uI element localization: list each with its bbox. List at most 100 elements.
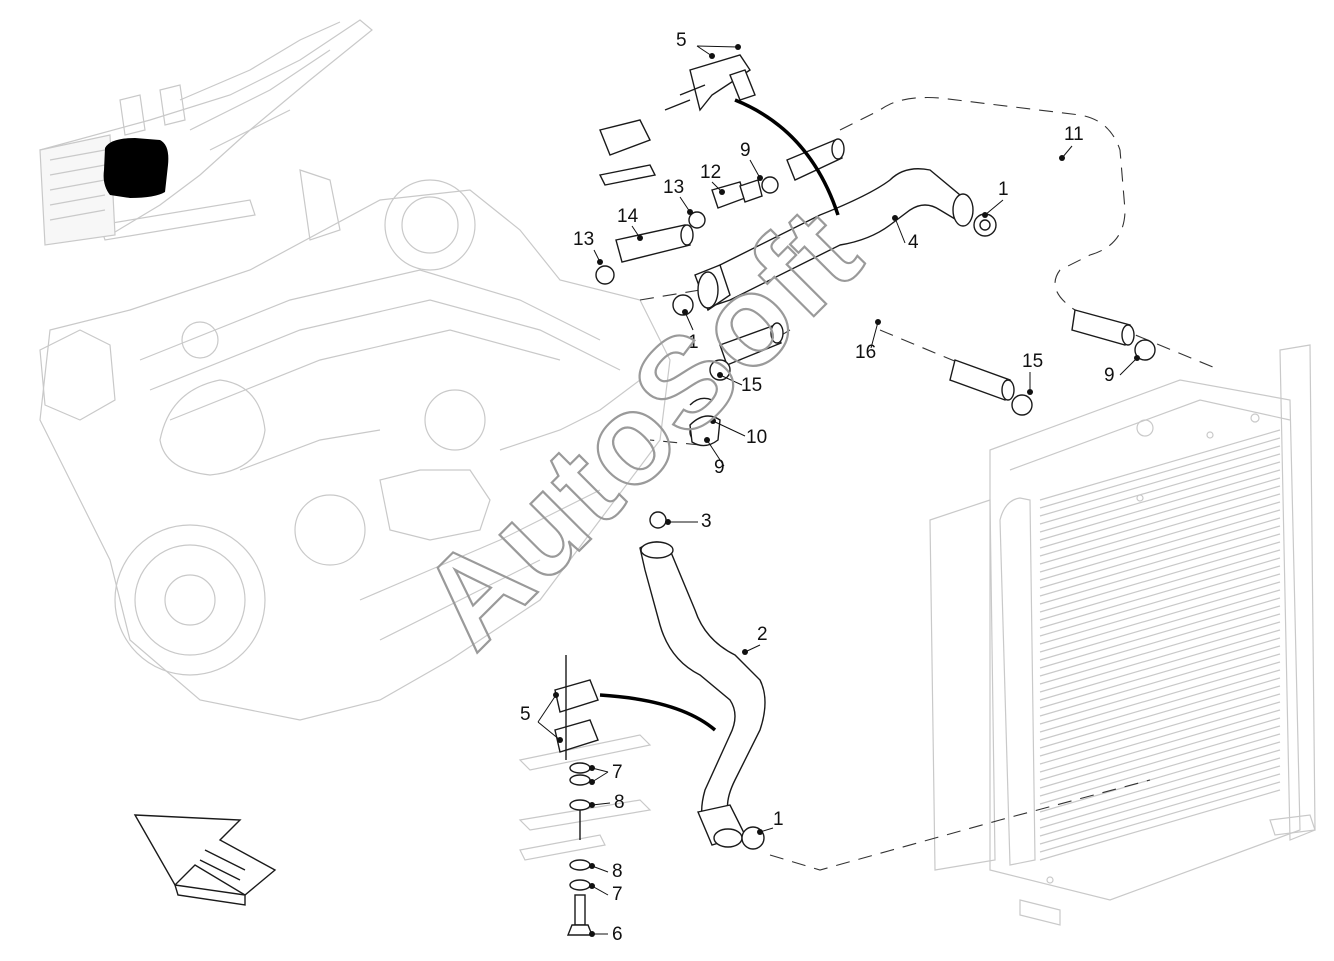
lower-hose	[639, 541, 766, 848]
leader-line	[591, 802, 611, 806]
leader-line	[696, 45, 739, 48]
radiator-fin	[1039, 741, 1281, 813]
radiator-fin	[1039, 445, 1281, 517]
radiator-fin	[1039, 565, 1281, 637]
radiator-fin	[1039, 453, 1281, 525]
leader-line	[719, 374, 743, 386]
radiator-fin	[1039, 717, 1281, 789]
leader-line	[894, 217, 906, 244]
leader-dot	[557, 737, 563, 743]
callout-6: 6	[612, 924, 623, 945]
radiator-fin	[1039, 589, 1281, 661]
radiator-fin	[1039, 525, 1281, 597]
routing-curves	[599, 98, 840, 732]
leader-dot	[710, 418, 716, 424]
leader-dot	[637, 235, 643, 241]
radiator-fin	[1039, 549, 1281, 621]
leader-dot	[1059, 155, 1065, 161]
radiator-fin	[1039, 693, 1281, 765]
radiator-fin	[1039, 669, 1281, 741]
leader-dot	[719, 189, 725, 195]
callout-1: 1	[688, 332, 699, 353]
hose-pieces	[615, 138, 1135, 401]
leader-dot	[597, 259, 603, 265]
callout-1: 1	[998, 179, 1009, 200]
leader-dot	[892, 215, 898, 221]
radiator-fin	[1039, 477, 1281, 549]
callout-9: 9	[740, 140, 751, 161]
leader-lines	[537, 44, 1140, 937]
leader-line	[870, 321, 879, 349]
leader-dot	[589, 779, 595, 785]
callout-16: 16	[855, 342, 876, 363]
radiator-fin	[1039, 645, 1281, 717]
leader-dot	[717, 372, 723, 378]
leader-line	[749, 159, 761, 179]
engine-block-ghost	[39, 169, 671, 721]
leader-line	[591, 885, 609, 896]
leader-dot	[589, 765, 595, 771]
callout-9: 9	[714, 457, 725, 478]
callout-11: 11	[1064, 124, 1084, 145]
radiator-fin	[1039, 773, 1281, 845]
radiator-fin	[1039, 757, 1281, 829]
radiator-fin	[1039, 661, 1281, 733]
leader-dot	[742, 649, 748, 655]
radiator-fin	[1039, 517, 1281, 589]
mounting-rails-ghost	[518, 734, 652, 861]
radiator-fin	[1039, 597, 1281, 669]
leader-dot	[757, 175, 763, 181]
callout-8: 8	[612, 861, 623, 882]
callout-labels: 1 1 1 2 3 4 5 5 6 7 7 8 8 9 9 9 10 11 12…	[520, 30, 1115, 945]
callout-5: 5	[520, 704, 531, 725]
leader-dot	[757, 829, 763, 835]
bracket-upper	[598, 54, 756, 186]
radiator-fin	[1039, 501, 1281, 573]
hose-clamps	[595, 176, 1156, 850]
upper-hose	[694, 168, 974, 312]
radiator-fin	[1039, 429, 1281, 501]
leader-dot	[709, 53, 715, 59]
callout-14: 14	[617, 206, 639, 227]
radiator-fin	[1039, 557, 1281, 629]
radiator-fin	[1039, 533, 1281, 605]
callout-13: 13	[663, 177, 684, 198]
leader-line	[537, 694, 557, 723]
leader-dot	[704, 437, 710, 443]
radiator-fin	[1039, 781, 1281, 853]
radiator-fin	[1039, 733, 1281, 805]
leader-dot	[589, 863, 595, 869]
leader-dot	[735, 44, 741, 50]
leader-dot	[589, 883, 595, 889]
leader-line	[696, 45, 713, 57]
radiator-fin	[1039, 461, 1281, 533]
radiator-fin	[1039, 789, 1281, 861]
leader-dot	[589, 931, 595, 937]
radiator-fin	[1039, 573, 1281, 645]
leader-line	[537, 721, 561, 741]
leader-line	[591, 771, 609, 783]
callout-15: 15	[741, 375, 762, 396]
radiator-fin	[1039, 629, 1281, 701]
radiator-fin	[1039, 701, 1281, 773]
engine-highlight	[103, 138, 169, 198]
leader-dot	[589, 802, 595, 808]
radiator-fin	[1039, 581, 1281, 653]
callout-1: 1	[773, 809, 784, 830]
radiator-fin	[1039, 709, 1281, 781]
leader-dot	[665, 519, 671, 525]
leader-line	[712, 420, 746, 437]
radiator-fin	[1039, 509, 1281, 581]
leader-dot	[982, 212, 988, 218]
radiator-fin	[1039, 685, 1281, 757]
callout-2: 2	[757, 624, 768, 645]
callout-12: 12	[700, 162, 721, 183]
leader-line	[684, 311, 694, 331]
radiator-fin	[1039, 653, 1281, 725]
machine-thumbnail	[39, 19, 373, 246]
radiator-fin	[1039, 637, 1281, 709]
callout-7: 7	[612, 884, 623, 905]
callout-5: 5	[676, 30, 687, 51]
callout-15: 15	[1022, 351, 1043, 372]
